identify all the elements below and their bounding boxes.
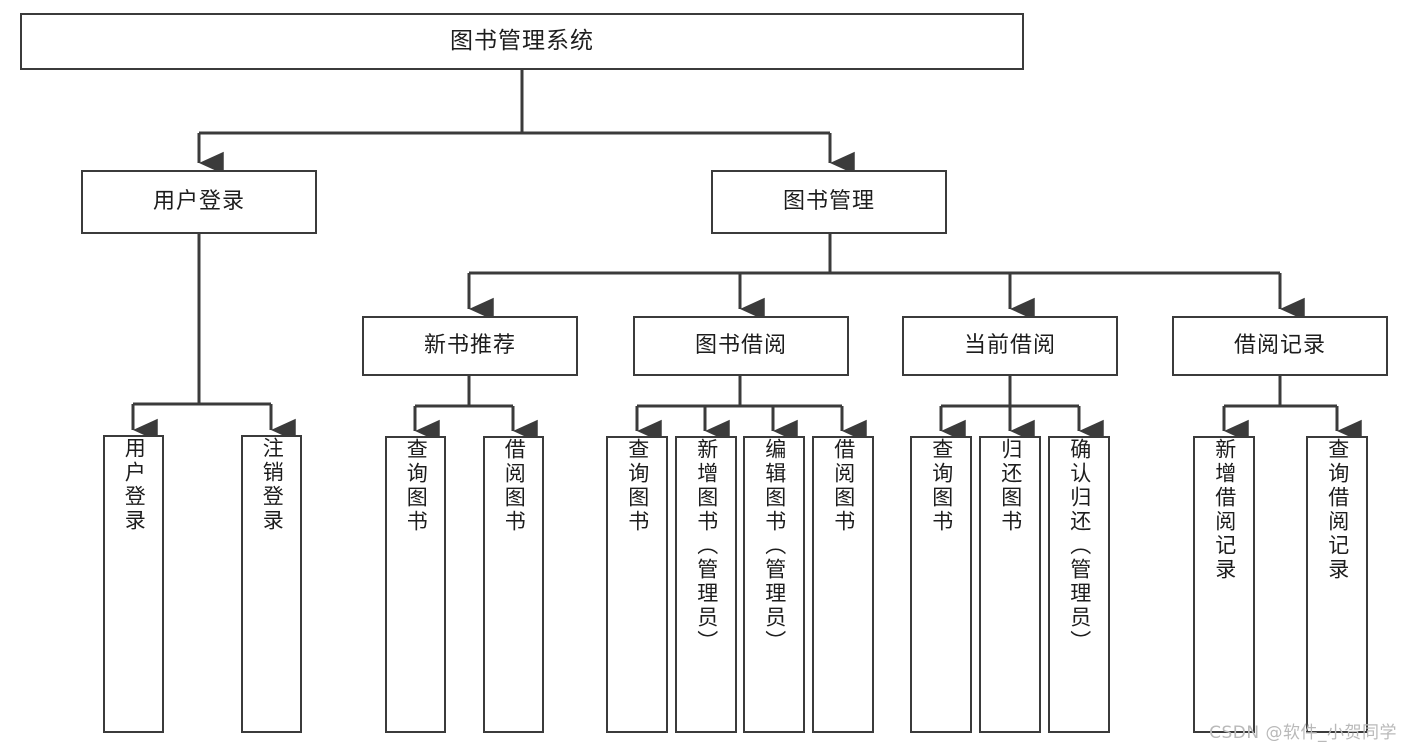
leaf-current-confirm-return-admin[interactable]: 确认归还（管理员） <box>1048 436 1110 733</box>
node-label: 查询借阅记录 <box>1325 438 1350 582</box>
node-label: 图书管理系统 <box>450 28 594 55</box>
node-label: 确认归还（管理员） <box>1067 438 1092 654</box>
node-book-borrow[interactable]: 图书借阅 <box>633 316 849 376</box>
node-label: 归还图书 <box>998 438 1023 534</box>
leaf-record-add-borrow-record[interactable]: 新增借阅记录 <box>1193 436 1255 733</box>
leaf-borrow-add-book-admin[interactable]: 新增图书（管理员） <box>675 436 737 733</box>
leaf-current-query-book[interactable]: 查询图书 <box>910 436 972 733</box>
node-label: 新书推荐 <box>423 333 516 359</box>
node-label: 用户登录 <box>152 189 245 215</box>
node-label: 当前借阅 <box>963 333 1056 359</box>
node-label: 新增借阅记录 <box>1212 438 1237 582</box>
node-new-book-recommend[interactable]: 新书推荐 <box>362 316 578 376</box>
watermark: CSDN @软件_小贺同学 <box>1209 723 1397 743</box>
leaf-borrow-edit-book-admin[interactable]: 编辑图书（管理员） <box>743 436 805 733</box>
node-label: 借阅图书 <box>502 438 527 534</box>
leaf-record-query-borrow-record[interactable]: 查询借阅记录 <box>1306 436 1368 733</box>
node-label: 用户登录 <box>122 437 147 533</box>
node-label: 借阅记录 <box>1233 333 1326 359</box>
node-label: 查询图书 <box>929 438 954 534</box>
node-label: 图书借阅 <box>694 333 787 359</box>
node-label: 新增图书（管理员） <box>694 438 719 654</box>
node-label: 查询图书 <box>404 438 429 534</box>
node-current-borrow[interactable]: 当前借阅 <box>902 316 1118 376</box>
leaf-current-return-book[interactable]: 归还图书 <box>979 436 1041 733</box>
node-label: 图书管理 <box>782 189 875 215</box>
node-label: 编辑图书（管理员） <box>762 438 787 654</box>
leaf-recommend-borrow-book[interactable]: 借阅图书 <box>483 436 544 733</box>
leaf-recommend-query-book[interactable]: 查询图书 <box>385 436 446 733</box>
node-borrow-record[interactable]: 借阅记录 <box>1172 316 1388 376</box>
leaf-user-login[interactable]: 用户登录 <box>103 435 164 733</box>
node-book-management[interactable]: 图书管理 <box>711 170 947 234</box>
node-label: 借阅图书 <box>831 438 856 534</box>
leaf-borrow-query-book[interactable]: 查询图书 <box>606 436 668 733</box>
node-root-system[interactable]: 图书管理系统 <box>20 13 1024 70</box>
leaf-user-logout[interactable]: 注销登录 <box>241 435 302 733</box>
node-user-login[interactable]: 用户登录 <box>81 170 317 234</box>
leaf-borrow-borrow-book[interactable]: 借阅图书 <box>812 436 874 733</box>
node-label: 查询图书 <box>625 438 650 534</box>
node-label: 注销登录 <box>260 437 285 533</box>
